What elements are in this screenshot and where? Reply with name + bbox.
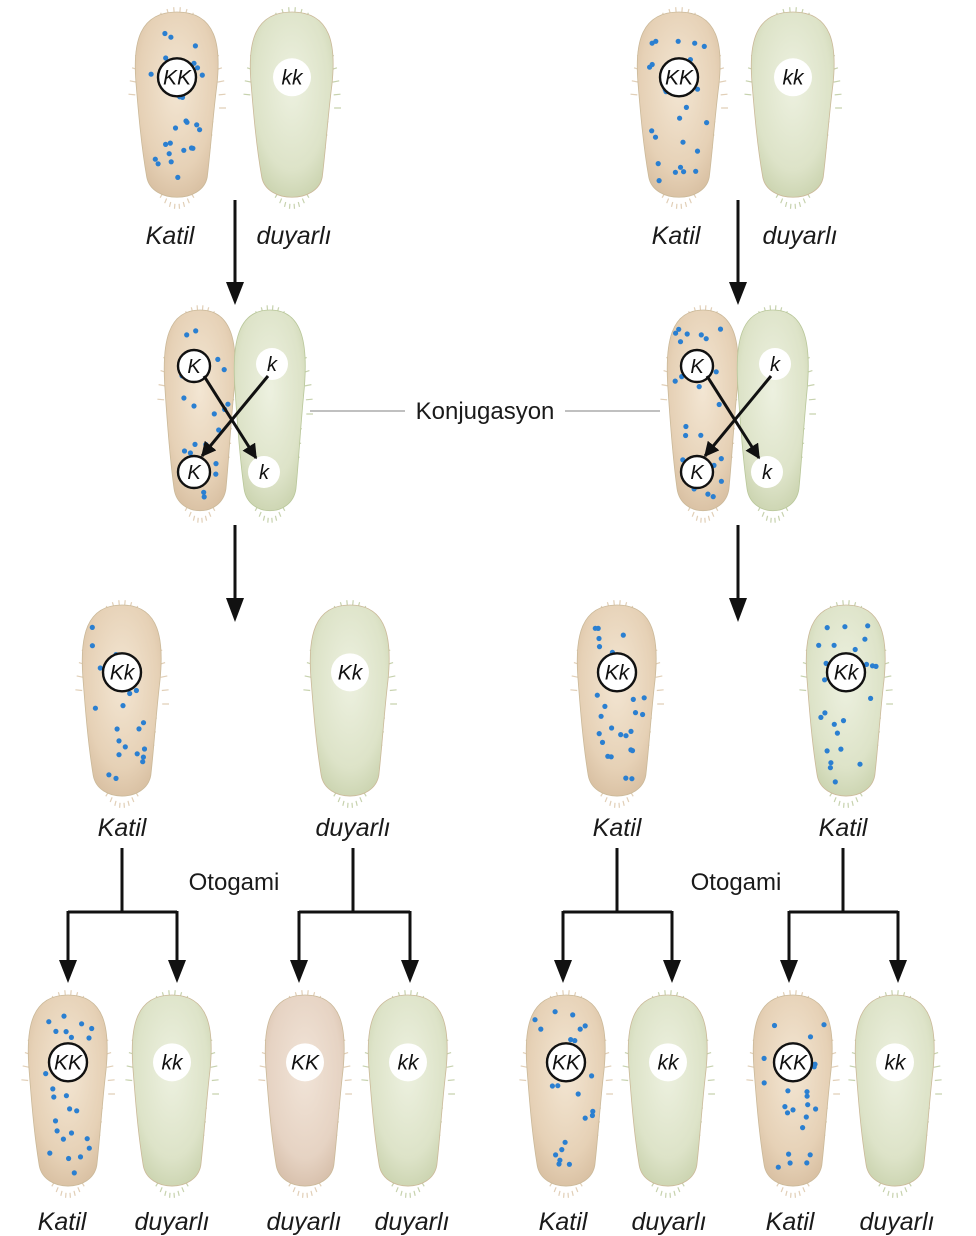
progeny-6-sensitive: kk <box>621 990 715 1198</box>
progeny-1-killer: KK <box>21 990 115 1198</box>
label-bottom-5: Katil <box>539 1208 589 1236</box>
parent-sensitive-left-nucleus: kk <box>282 66 305 89</box>
progeny-1-killer-nucleus: KK <box>54 1051 83 1074</box>
progeny-5-killer: KK <box>519 990 613 1198</box>
parent-killer-right-nucleus: KK <box>665 66 694 89</box>
label-katil-top-right: Katil <box>652 222 702 250</box>
progeny-3-sensitive-nucleus: KK <box>291 1051 320 1074</box>
exconjugant-killer-1: Kk <box>75 600 169 808</box>
bracket-2 <box>290 848 419 983</box>
label-bottom-3: duyarlı <box>266 1208 341 1236</box>
progeny-6-sensitive-nucleus: kk <box>658 1051 681 1074</box>
progeny-3-sensitive: KK <box>258 990 352 1198</box>
label-katil-mid-4: Katil <box>819 814 869 842</box>
bracket-3 <box>554 848 681 983</box>
progeny-2-sensitive-nucleus: kk <box>162 1051 185 1074</box>
label-katil-top-left: Katil <box>146 222 196 250</box>
conjugation-to-exconjugant-arrows <box>226 525 747 622</box>
label-bottom-6: duyarlı <box>631 1208 706 1236</box>
label-bottom-1: Katil <box>38 1208 88 1236</box>
label-katil-mid-3: Katil <box>593 814 643 842</box>
conjugating-pair-left-K-top: K <box>187 356 202 378</box>
conjugating-pair-right-K-bottom: K <box>690 462 705 484</box>
parent-to-conjugation-arrows <box>226 200 747 305</box>
conjugating-pair-left-K-bottom: K <box>187 462 202 484</box>
progeny-2-sensitive: kk <box>125 990 219 1198</box>
progeny-4-sensitive: kk <box>361 990 455 1198</box>
parent-killer-left-nucleus: KK <box>163 66 192 89</box>
bracket-4 <box>780 848 907 983</box>
progeny-5-killer-nucleus: KK <box>552 1051 581 1074</box>
conjugating-pair-right-k-bottom: k <box>762 462 773 484</box>
exconjugant-killer-3-nucleus: Kk <box>605 661 631 684</box>
label-duyarli-top-left: duyarlı <box>256 222 331 250</box>
label-bottom-8: duyarlı <box>859 1208 934 1236</box>
label-katil-mid-1: Katil <box>98 814 148 842</box>
progeny-7-killer-nucleus: KK <box>779 1051 808 1074</box>
label-bottom-4: duyarlı <box>374 1208 449 1236</box>
parent-killer-left: KK <box>129 7 227 209</box>
parent-sensitive-left: kk <box>244 7 342 209</box>
conjugating-pair-left-k-top: k <box>267 354 278 376</box>
label-otogami-left: Otogami <box>189 869 280 896</box>
progeny-8-sensitive: kk <box>848 990 942 1198</box>
parent-sensitive-right-nucleus: kk <box>783 66 806 89</box>
label-duyarli-top-right: duyarlı <box>762 222 837 250</box>
exconjugant-killer-3: Kk <box>570 600 664 808</box>
parent-sensitive-right: kk <box>745 7 843 209</box>
label-bottom-2: duyarlı <box>134 1208 209 1236</box>
conjugating-pair-right-K-top: K <box>690 356 705 378</box>
exconjugant-killer-4-nucleus: Kk <box>834 661 860 684</box>
conjugating-pair-left-k-bottom: k <box>259 462 270 484</box>
exconjugant-killer-1-nucleus: Kk <box>110 661 136 684</box>
label-duyarli-mid-2: duyarlı <box>315 814 390 842</box>
label-otogami-right: Otogami <box>691 869 782 896</box>
exconjugant-killer-4: Kk <box>799 600 893 808</box>
progeny-8-sensitive-nucleus: kk <box>885 1051 908 1074</box>
bracket-1 <box>59 848 186 983</box>
conjugating-pair-right-k-top: k <box>770 354 781 376</box>
exconjugant-sensitive-2: Kk <box>303 600 397 808</box>
label-konjugasyon: Konjugasyon <box>416 398 555 425</box>
exconjugant-sensitive-2-nucleus: Kk <box>338 661 364 684</box>
progeny-4-sensitive-nucleus: kk <box>398 1051 421 1074</box>
parent-killer-right: KK <box>631 7 729 209</box>
progeny-7-killer: KK <box>746 990 840 1198</box>
label-bottom-7: Katil <box>766 1208 816 1236</box>
